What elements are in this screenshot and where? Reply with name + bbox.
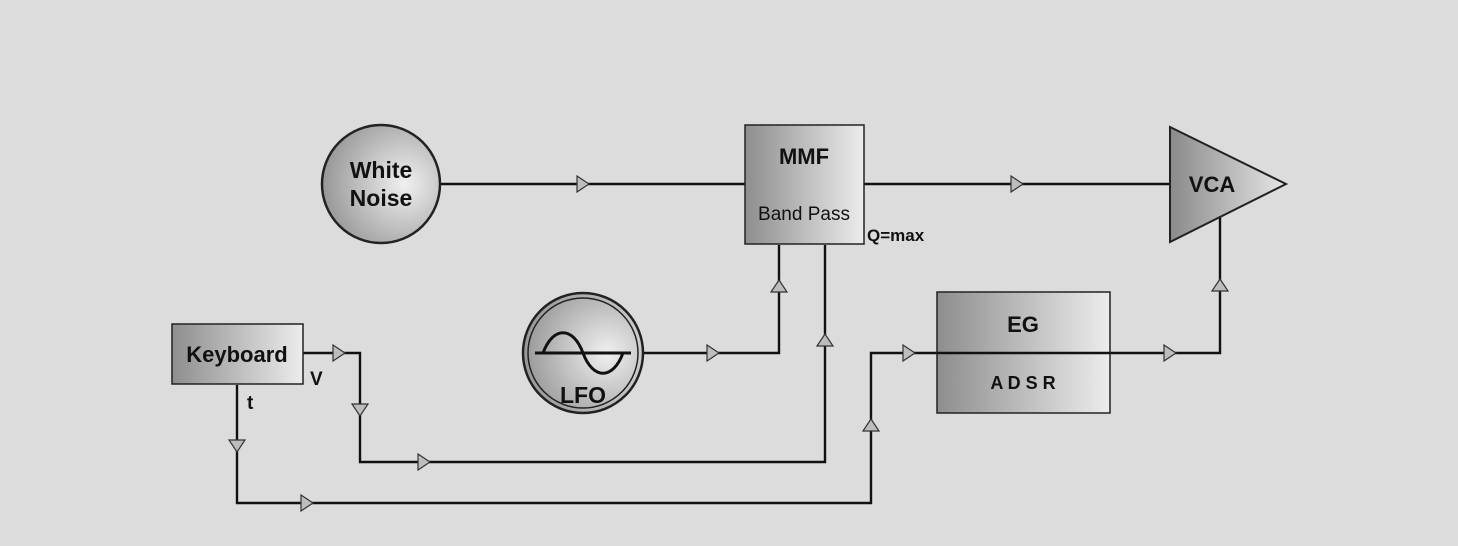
white-noise-label-line1: White <box>350 157 413 183</box>
mmf-node: MMF Band Pass Q=max <box>744 124 925 245</box>
arrow-up-icon <box>815 332 835 347</box>
wire-eg-to-vca <box>1110 217 1222 355</box>
arrow-down-icon <box>350 403 370 418</box>
arrow-up-icon <box>769 278 789 293</box>
vca-node: VCA <box>1169 125 1289 244</box>
arrow-right-icon <box>1010 174 1025 194</box>
arrow-right-icon <box>1163 343 1178 363</box>
mmf-q-param: Q=max <box>867 226 925 245</box>
eg-title: EG <box>1007 312 1039 337</box>
wire-keyboard-t-to-eg <box>235 351 937 505</box>
arrow-right-icon <box>576 174 591 194</box>
arrow-right-icon <box>706 343 721 363</box>
keyboard-label: Keyboard <box>186 342 287 367</box>
keyboard-node: Keyboard V t <box>171 323 323 414</box>
arrow-right-icon <box>300 493 315 513</box>
mmf-subtitle: Band Pass <box>758 204 850 225</box>
sine-wave-icon <box>535 331 631 375</box>
mmf-title: MMF <box>779 144 829 169</box>
lfo-label: LFO <box>560 382 606 408</box>
arrow-right-icon <box>902 343 917 363</box>
vca-label: VCA <box>1189 172 1236 197</box>
eg-subtitle: A D S R <box>990 373 1055 393</box>
keyboard-output-v: V <box>310 369 323 390</box>
arrow-up-icon <box>1210 277 1230 292</box>
lfo-node: LFO <box>521 291 645 415</box>
arrow-up-icon <box>861 417 881 432</box>
keyboard-output-t: t <box>247 393 254 414</box>
arrow-down-icon <box>227 439 247 454</box>
arrow-right-icon <box>332 343 347 363</box>
wire-lfo-to-mmf <box>643 245 781 355</box>
white-noise-label-line2: Noise <box>350 185 413 211</box>
white-noise-node: White Noise <box>320 123 442 245</box>
arrow-right-icon <box>417 452 432 472</box>
eg-node: EG A D S R <box>936 291 1111 414</box>
